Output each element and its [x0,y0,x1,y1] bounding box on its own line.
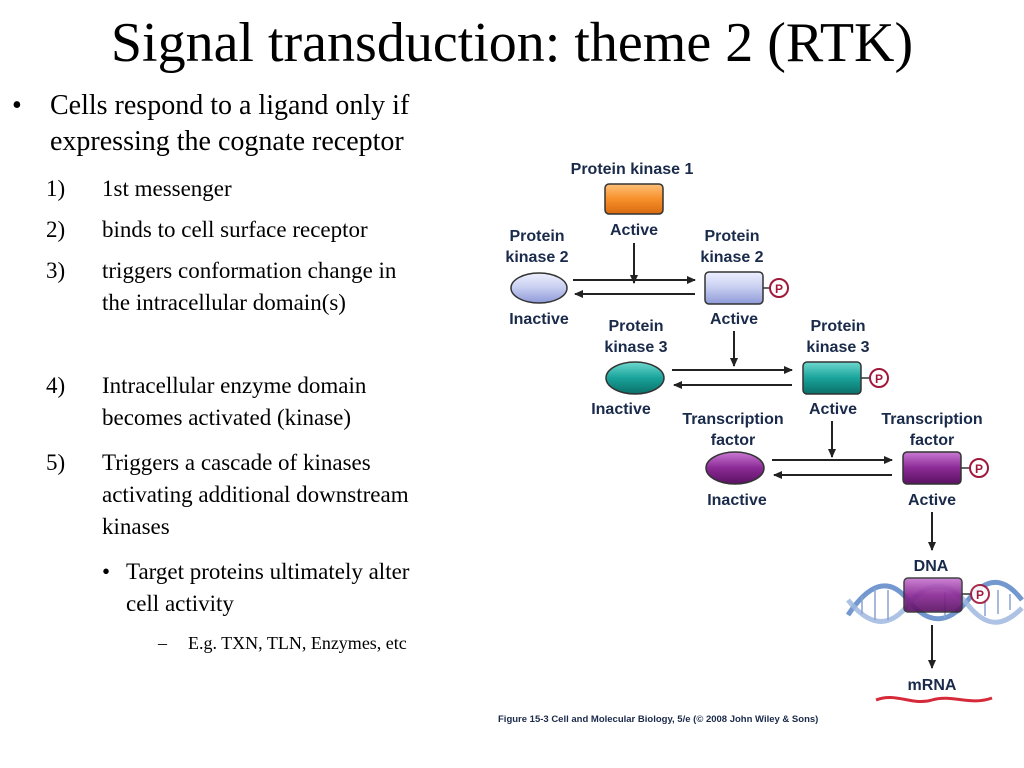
main-bullet-line-1: Cells respond to a ligand only if [50,90,410,121]
pk3-inactive-shape [605,361,665,395]
tf-inactive-label-1: Transcription [682,411,783,428]
mrna-label: mRNA [908,677,957,694]
step-4-line-1: Intracellular enzyme domain [102,373,367,398]
pk3-active-state: Active [809,401,857,418]
step-2-line-1: binds to cell surface receptor [102,217,368,242]
sub-sub-bullet: – E.g. TXN, TLN, Enzymes, etc [158,630,518,656]
pk3-inactive-label-1: Protein [608,318,663,335]
step-5-line-2: activating additional downstream [102,482,409,507]
step-3-line-1: triggers conformation change in [102,258,397,283]
dna-helix-icon: P [845,577,1024,625]
step-3-line-2: the intracellular domain(s) [102,290,346,315]
tf-active-label-1: Transcription [881,411,982,428]
tf-active-state: Active [908,492,956,509]
pk2-active-label-2: kinase 2 [700,249,763,266]
pk2-phospho-icon [769,278,789,298]
sub-sub-bullet-text: E.g. TXN, TLN, Enzymes, etc [188,633,407,653]
tf-active-label-2: factor [910,432,954,449]
pk2-inactive-shape [510,272,568,304]
pk2-inactive-label-2: kinase 2 [505,249,568,266]
step-4-text: Intracellular enzyme domain becomes acti… [102,370,492,434]
step-2-number: 2) [46,217,66,242]
sub-bullet-dot-icon: • [102,559,111,584]
tf-phospho-text: P [975,462,983,476]
step-3-text: triggers conformation change in the intr… [102,255,492,319]
pk3-inactive-label-2: kinase 3 [604,339,667,356]
sub-bullet-line-1: Target proteins ultimately alter [126,559,410,584]
tf-inactive-shape [705,451,765,485]
pk2-active-shape [704,271,764,305]
pk3-active-label-1: Protein [810,318,865,335]
figure-caption: Figure 15-3 Cell and Molecular Biology, … [498,714,818,725]
dna-label: DNA [914,558,949,575]
pk1-active-box [604,183,664,215]
step-4-line-2: becomes activated (kinase) [102,405,352,430]
pk2-active-state: Active [710,311,758,328]
pk2-inactive-state: Inactive [509,311,569,328]
pk3-phospho-text: P [875,372,883,386]
main-bullet-line-2: expressing the cognate receptor [50,126,404,157]
step-4-number: 4) [46,373,66,398]
pk3-inactive-state: Inactive [591,401,651,418]
dash-icon: – [158,633,167,653]
step-5-line-3: kinases [102,514,170,539]
pk1-label: Protein kinase 1 [571,161,694,178]
step-2-text: binds to cell surface receptor [102,214,492,246]
tf-active-shape [902,451,962,485]
tf-inactive-state: Inactive [707,492,767,509]
pk2-inactive-label-1: Protein [509,228,564,245]
pk1-state-label: Active [610,222,658,239]
sub-bullet-line-2: cell activity [126,591,234,616]
dna-tf-phospho-text: P [976,588,984,602]
step-5-line-1: Triggers a cascade of kinases [102,450,371,475]
step-1-text: 1st messenger [102,173,492,205]
slide-title: Signal transduction: theme 2 (RTK) [110,12,914,74]
pk3-phospho-icon [869,368,889,388]
step-3-number: 3) [46,258,66,283]
pk3-active-label-2: kinase 3 [806,339,869,356]
pk2-phospho-text: P [775,282,783,296]
tf-inactive-label-2: factor [711,432,755,449]
main-bullet: • Cells respond to a ligand only if expr… [12,88,502,160]
bullet-dot-icon: • [12,90,22,121]
step-5-number: 5) [46,450,66,475]
tf-phospho-icon [969,458,989,478]
pk2-active-label-1: Protein [704,228,759,245]
pk3-active-shape [802,361,862,395]
step-1-line-1: 1st messenger [102,176,232,201]
mrna-strand-icon [875,695,993,703]
sub-bullet: • Target proteins ultimately alter cell … [102,556,516,620]
step-5-text: Triggers a cascade of kinases activating… [102,447,492,543]
step-1-number: 1) [46,176,66,201]
